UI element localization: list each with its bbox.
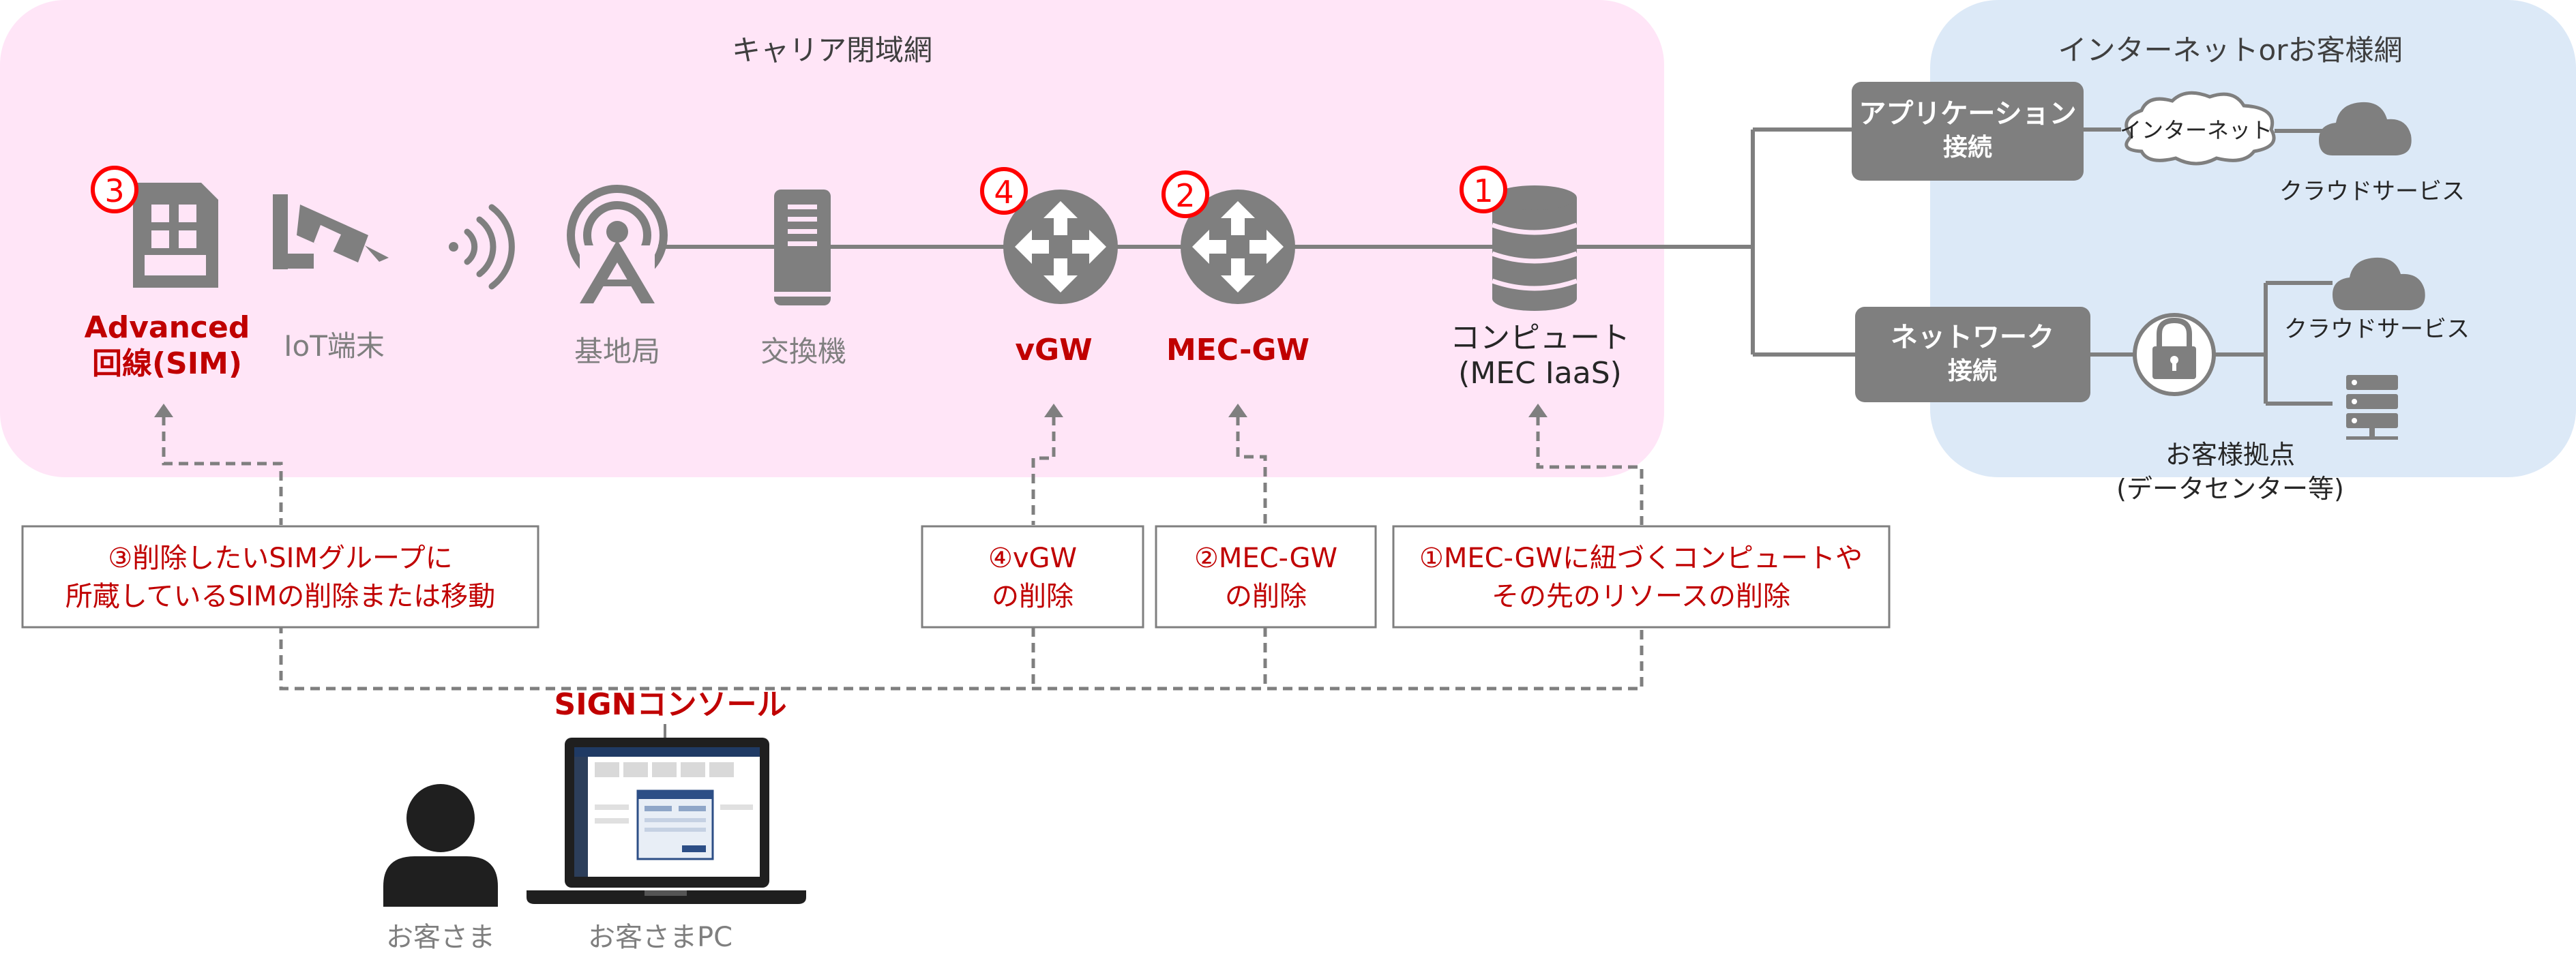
cloud-service-label-1: クラウドサービス — [2279, 178, 2465, 205]
svg-text:③削除したいSIMグループに: ③削除したいSIMグループに — [108, 543, 452, 574]
svg-text:接続: 接続 — [1948, 357, 1997, 385]
sim-step-badge: 3 — [91, 166, 138, 213]
internet-cloud-shape: インターネット — [2120, 91, 2276, 166]
cloud-service-icon — [2319, 102, 2412, 155]
svg-text:の削除: の削除 — [1225, 581, 1307, 612]
wireless-signal-icon — [449, 204, 515, 290]
iot-camera-icon — [273, 194, 389, 269]
svg-text:その先のリソースの削除: その先のリソースの削除 — [1492, 581, 1790, 612]
svg-text:4: 4 — [994, 174, 1013, 211]
internet-cloud-label: インターネット — [2120, 117, 2272, 143]
svg-text:3: 3 — [104, 172, 124, 209]
step2-box: ②MEC-GW の削除 — [1155, 525, 1377, 629]
svg-text:アプリケーション: アプリケーション — [1859, 98, 2076, 130]
sim-label-line2: 回線(SIM) — [92, 346, 242, 381]
mecgw-router-icon — [1181, 190, 1295, 304]
svg-text:①MEC-GWに紐づくコンピュートや: ①MEC-GWに紐づくコンピュートや — [1419, 543, 1863, 574]
carrier-network-label: キャリア閉域網 — [732, 33, 932, 67]
mecgw-step-badge: 2 — [1161, 170, 1209, 218]
compute-label-line1: コンピュート — [1450, 320, 1630, 355]
svg-text:④vGW: ④vGW — [988, 543, 1077, 574]
internet-network-label: インターネットorお客様網 — [2058, 33, 2403, 67]
exchange-label: 交換機 — [760, 335, 846, 368]
app-connection-box: アプリケーション 接続 — [1852, 82, 2084, 181]
arrowheads — [154, 404, 1548, 417]
vgw-label: vGW — [1015, 333, 1092, 367]
svg-text:の削除: の削除 — [992, 581, 1074, 612]
sim-card-icon — [133, 183, 218, 288]
base-station-icon — [567, 185, 668, 307]
network-connection-box: ネットワーク 接続 — [1855, 307, 2090, 402]
step3-box: ③削除したいSIMグループに 所蔵しているSIMの削除または移動 — [21, 525, 539, 629]
svg-text:2: 2 — [1175, 177, 1195, 214]
carrier-network-region — [0, 0, 1664, 477]
compute-step-badge: 1 — [1460, 166, 1507, 213]
compute-label-line2: (MEC IaaS) — [1458, 356, 1622, 391]
svg-text:ネットワーク: ネットワーク — [1891, 322, 2054, 353]
compute-database-icon — [1491, 185, 1578, 311]
lock-icon — [2133, 313, 2216, 396]
customer-pc-label: お客さまPC — [588, 922, 732, 953]
sign-console-label: SIGNコンソール — [554, 687, 787, 722]
dashed-connectors — [162, 416, 1644, 691]
server-rack-icon — [2346, 375, 2398, 440]
svg-text:接続: 接続 — [1943, 134, 1992, 162]
cloud-service-icon-2 — [2333, 257, 2425, 310]
customer-site-label-line2: (データセンター等) — [2116, 474, 2344, 504]
person-icon — [383, 784, 498, 907]
svg-text:1: 1 — [1473, 172, 1493, 209]
laptop-icon — [527, 738, 806, 904]
customer-site-label-line1: お客様拠点 — [2165, 440, 2295, 470]
customer-label: お客さま — [386, 922, 495, 953]
mecgw-label: MEC-GW — [1166, 333, 1309, 367]
internet-region — [1930, 0, 2576, 477]
vgw-router-icon — [1003, 190, 1118, 304]
sim-label-line1: Advanced — [85, 310, 250, 345]
exchange-server-icon — [774, 190, 831, 305]
svg-text:所蔵しているSIMの削除または移動: 所蔵しているSIMの削除または移動 — [65, 581, 496, 612]
base-station-label: 基地局 — [574, 335, 660, 368]
step1-box: ①MEC-GWに紐づくコンピュートや その先のリソースの削除 — [1392, 525, 1891, 629]
iot-label: IoT端末 — [284, 329, 385, 363]
step4-box: ④vGW の削除 — [921, 525, 1144, 629]
vgw-step-badge: 4 — [980, 167, 1028, 215]
cloud-service-label-2: クラウドサービス — [2284, 316, 2470, 343]
svg-text:②MEC-GW: ②MEC-GW — [1194, 543, 1337, 574]
